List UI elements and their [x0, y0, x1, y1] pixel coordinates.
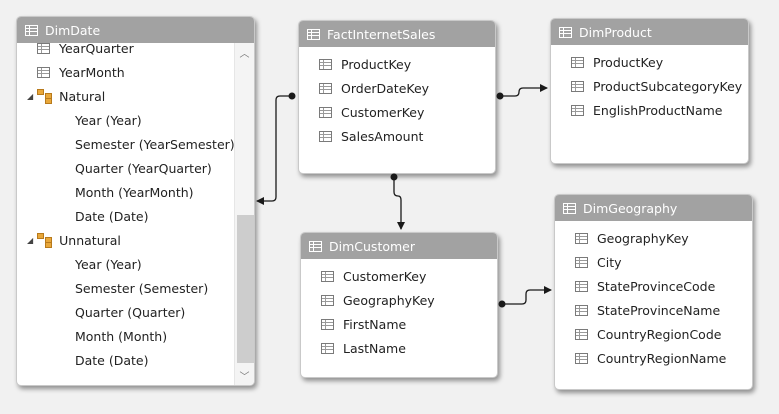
hierarchy-level[interactable]: Date (Date): [75, 352, 149, 368]
field-list: YearQuarter YearMonth ◢ Natural Year (Ye…: [17, 36, 254, 372]
column-icon: [319, 58, 332, 70]
table-header[interactable]: DimCustomer: [301, 233, 497, 259]
field-item[interactable]: City: [555, 250, 752, 274]
table-header[interactable]: FactInternetSales: [299, 21, 495, 47]
column-icon: [571, 56, 584, 68]
hierarchy-level[interactable]: Year (Year): [75, 256, 142, 272]
hierarchy-level[interactable]: Month (Month): [75, 328, 168, 344]
hierarchy-item[interactable]: ◢ Unnatural: [27, 232, 121, 248]
field-item[interactable]: GeographyKey: [555, 226, 752, 250]
table-factinternetsales[interactable]: FactInternetSales ProductKey OrderDateKe…: [298, 20, 496, 174]
relationship-fact-dimcustomer[interactable]: [390, 173, 405, 230]
column-icon: [321, 318, 334, 330]
field-item[interactable]: LastName: [301, 336, 497, 360]
table-grid-icon: [307, 28, 320, 40]
table-title: DimDate: [45, 22, 101, 38]
hierarchy-item[interactable]: ◢ Natural: [27, 88, 106, 104]
hierarchy-level[interactable]: Quarter (YearQuarter): [75, 160, 212, 176]
field-item[interactable]: CustomerKey: [301, 264, 497, 288]
table-header[interactable]: DimDate: [17, 17, 254, 43]
column-icon: [575, 232, 588, 244]
scrollbar-thumb[interactable]: [237, 215, 254, 363]
chevron-down-icon[interactable]: ﹀: [239, 372, 250, 383]
hierarchy-icon: [37, 89, 53, 104]
field-item[interactable]: GeographyKey: [301, 288, 497, 312]
column-icon: [321, 294, 334, 306]
expanded-triangle-icon[interactable]: ◢: [27, 91, 34, 101]
vertical-scrollbar[interactable]: ︿ ﹀: [234, 43, 254, 385]
table-title: DimProduct: [579, 24, 652, 40]
hierarchy-level[interactable]: Semester (YearSemester): [75, 136, 235, 152]
field-item[interactable]: CountryRegionCode: [555, 322, 752, 346]
table-header[interactable]: DimProduct: [551, 19, 748, 45]
hierarchy-level[interactable]: Date (Date): [75, 208, 149, 224]
chevron-up-icon[interactable]: ︿: [239, 49, 250, 60]
column-icon: [575, 280, 588, 292]
table-grid-icon: [563, 202, 576, 214]
column-icon: [571, 104, 584, 116]
relationship-fact-dimproduct[interactable]: [496, 84, 548, 100]
field-item[interactable]: SalesAmount: [299, 124, 495, 148]
column-icon: [571, 80, 584, 92]
table-title: FactInternetSales: [327, 26, 436, 42]
column-icon: [575, 328, 588, 340]
hierarchy-level[interactable]: Year (Year): [75, 112, 142, 128]
column-icon: [321, 342, 334, 354]
expanded-triangle-icon[interactable]: ◢: [27, 235, 34, 245]
table-header[interactable]: DimGeography: [555, 195, 752, 221]
field-item[interactable]: ProductKey: [551, 50, 748, 74]
table-dimdate[interactable]: DimDate YearQuarter YearMonth ◢ Natural …: [16, 16, 255, 386]
hierarchy-icon: [37, 233, 53, 248]
column-icon: [321, 270, 334, 282]
column-icon: [319, 130, 332, 142]
column-icon: [37, 66, 50, 78]
column-icon: [575, 304, 588, 316]
hierarchy-level[interactable]: Quarter (Quarter): [75, 304, 186, 320]
hierarchy-level[interactable]: Month (YearMonth): [75, 184, 194, 200]
table-dimcustomer[interactable]: DimCustomer CustomerKey GeographyKey Fir…: [300, 232, 498, 378]
field-item[interactable]: YearQuarter: [17, 36, 254, 60]
field-list: ProductKey OrderDateKey CustomerKey Sale…: [299, 47, 495, 148]
field-item[interactable]: StateProvinceCode: [555, 274, 752, 298]
table-grid-icon: [559, 26, 572, 38]
field-list: CustomerKey GeographyKey FirstName LastN…: [301, 259, 497, 360]
table-dimgeography[interactable]: DimGeography GeographyKey City StateProv…: [554, 194, 753, 390]
table-title: DimCustomer: [329, 238, 415, 254]
field-item[interactable]: OrderDateKey: [299, 76, 495, 100]
column-icon: [319, 82, 332, 94]
table-title: DimGeography: [583, 200, 678, 216]
column-icon: [575, 256, 588, 268]
column-icon: [319, 106, 332, 118]
field-item[interactable]: EnglishProductName: [551, 98, 748, 122]
field-item[interactable]: StateProvinceName: [555, 298, 752, 322]
hierarchy-level[interactable]: Semester (Semester): [75, 280, 209, 296]
field-item[interactable]: CustomerKey: [299, 100, 495, 124]
table-grid-icon: [309, 240, 322, 252]
column-icon: [37, 42, 50, 54]
field-item[interactable]: ProductSubcategoryKey: [551, 74, 748, 98]
field-item[interactable]: YearMonth: [17, 60, 254, 84]
field-item[interactable]: FirstName: [301, 312, 497, 336]
table-dimproduct[interactable]: DimProduct ProductKey ProductSubcategory…: [550, 18, 749, 164]
column-icon: [575, 352, 588, 364]
field-item[interactable]: ProductKey: [299, 52, 495, 76]
relationship-customer-geography[interactable]: [498, 286, 552, 308]
field-list: GeographyKey City StateProvinceCode Stat…: [555, 221, 752, 370]
table-grid-icon: [25, 24, 38, 36]
relationship-fact-dimdate[interactable]: [256, 92, 296, 205]
field-item[interactable]: CountryRegionName: [555, 346, 752, 370]
field-list: ProductKey ProductSubcategoryKey English…: [551, 45, 748, 122]
